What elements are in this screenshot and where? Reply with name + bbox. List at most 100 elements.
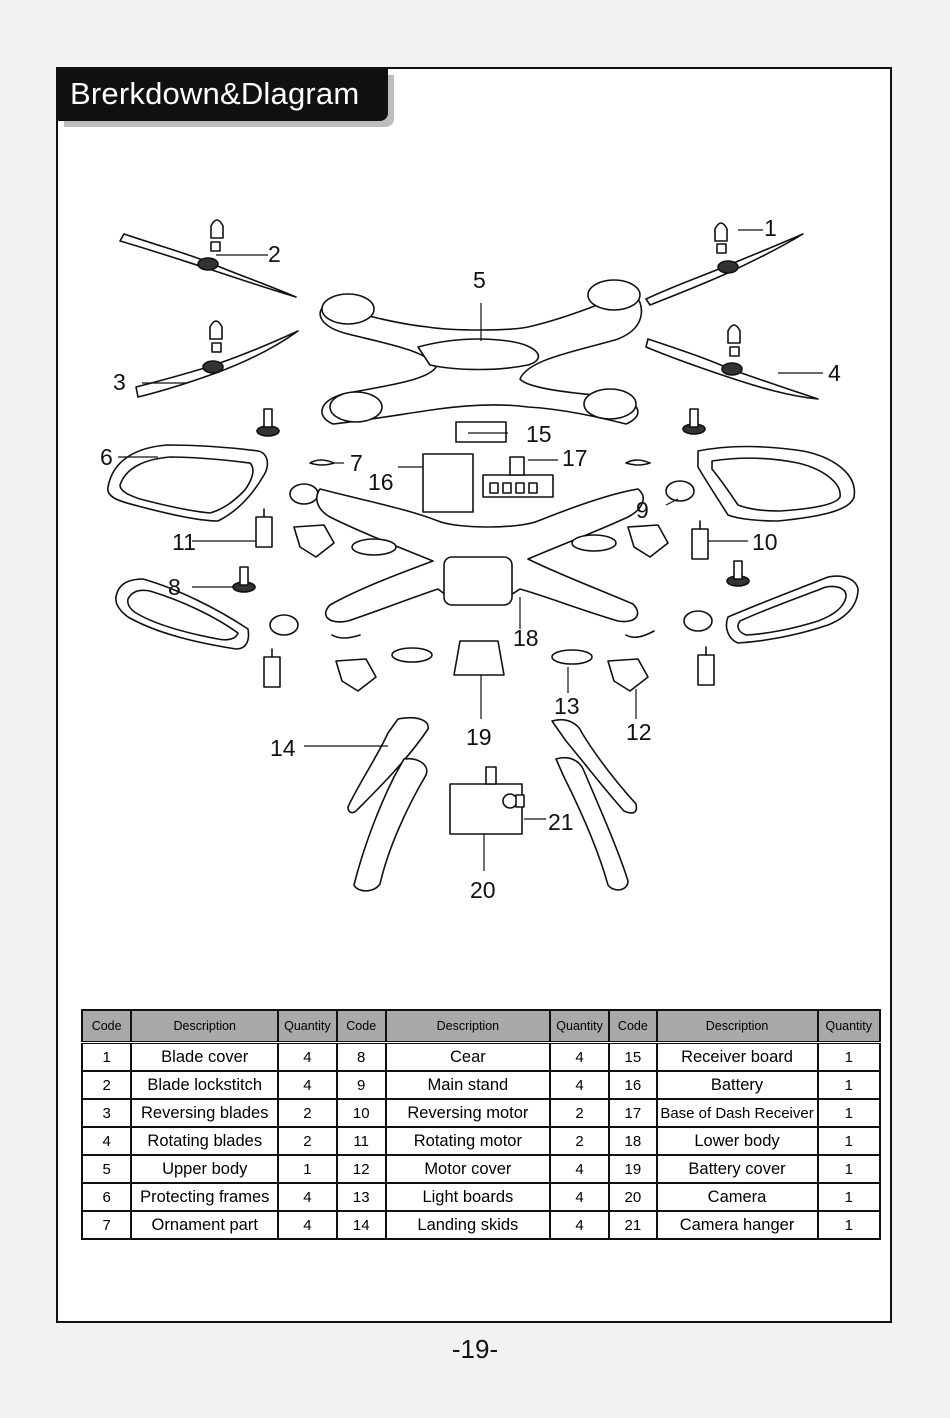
cell: 19 bbox=[608, 1154, 658, 1184]
col-header-quantity-2: Quantity bbox=[548, 1009, 611, 1044]
cell: 2 bbox=[277, 1098, 338, 1128]
motor-cover-4 bbox=[607, 658, 649, 692]
callout-6: 6 bbox=[100, 444, 113, 470]
light-board-4 bbox=[551, 649, 593, 665]
cell: 2 bbox=[80, 1070, 133, 1100]
cell: 1 bbox=[816, 1070, 882, 1100]
cell: 4 bbox=[548, 1070, 611, 1100]
page-number: -19- bbox=[451, 1334, 499, 1364]
battery-cover bbox=[453, 640, 505, 676]
col-header-quantity-3: Quantity bbox=[816, 1009, 882, 1044]
motor-cover-3 bbox=[335, 658, 377, 692]
ornament-bl bbox=[331, 634, 361, 639]
table-row: 3 Reversing blades 2 10 Reversing motor … bbox=[80, 1098, 882, 1128]
callout-10: 10 bbox=[752, 529, 778, 555]
landing-skid-left-back bbox=[347, 716, 429, 814]
cell: 15 bbox=[608, 1041, 658, 1072]
protecting-frame-bottom-right bbox=[725, 575, 859, 644]
cell: Upper body bbox=[130, 1154, 280, 1184]
lower-body bbox=[316, 488, 644, 623]
ornament-tr bbox=[625, 459, 651, 466]
cell: 1 bbox=[816, 1154, 882, 1184]
main-stand-tl bbox=[289, 483, 319, 505]
table-header-row: Code Description Quantity Code Descripti… bbox=[80, 1009, 882, 1044]
upper-body bbox=[319, 279, 643, 425]
cell: 2 bbox=[277, 1126, 338, 1156]
callout-8: 8 bbox=[168, 574, 181, 600]
cell: 2 bbox=[548, 1126, 611, 1156]
page-frame: Brerkdown&Dlagram bbox=[56, 67, 892, 1323]
protecting-frame-top-right bbox=[697, 445, 856, 522]
landing-skid-right-front bbox=[555, 756, 629, 891]
cell: 2 bbox=[548, 1098, 611, 1128]
propeller-top-right bbox=[645, 222, 804, 306]
cell: 1 bbox=[816, 1210, 882, 1240]
cell: 4 bbox=[277, 1041, 338, 1072]
cell: Receiver board bbox=[655, 1041, 819, 1072]
cell: Battery cover bbox=[655, 1154, 819, 1184]
cell: 4 bbox=[548, 1154, 611, 1184]
protecting-frame-top-left bbox=[107, 444, 269, 522]
table-row: 6 Protecting frames 4 13 Light boards 4 … bbox=[80, 1182, 882, 1212]
cell: 4 bbox=[80, 1126, 133, 1156]
cell: Blade lockstitch bbox=[130, 1070, 280, 1100]
main-stand-br bbox=[683, 610, 713, 632]
cell: Lower body bbox=[655, 1126, 819, 1156]
motor-right-upper bbox=[691, 520, 709, 560]
protecting-frame-bottom-left bbox=[115, 578, 250, 650]
cell: 7 bbox=[80, 1210, 133, 1240]
receiver-board bbox=[455, 421, 507, 443]
table-row: 4 Rotating blades 2 11 Rotating motor 2 … bbox=[80, 1126, 882, 1156]
gear-top-right bbox=[682, 408, 706, 435]
gear-bottom-left bbox=[232, 566, 256, 593]
propeller-mid-left bbox=[135, 320, 299, 398]
callout-17: 17 bbox=[562, 445, 588, 471]
callout-16: 16 bbox=[368, 469, 394, 495]
battery bbox=[422, 453, 474, 513]
cell: Landing skids bbox=[384, 1210, 551, 1240]
cell: Battery bbox=[655, 1070, 819, 1100]
cell: 6 bbox=[80, 1182, 133, 1212]
cell: Camera hanger bbox=[655, 1210, 819, 1240]
cell: 1 bbox=[816, 1182, 882, 1212]
cell: Rotating blades bbox=[130, 1126, 280, 1156]
cell: 3 bbox=[80, 1098, 133, 1128]
light-board-3 bbox=[391, 647, 433, 663]
cell: Rotating motor bbox=[384, 1126, 551, 1156]
cell: Motor cover bbox=[384, 1154, 551, 1184]
motor-left-upper bbox=[255, 508, 273, 548]
camera bbox=[449, 766, 525, 835]
cell: Protecting frames bbox=[130, 1182, 280, 1212]
gear-top-left bbox=[256, 408, 280, 437]
gear-bottom-right bbox=[726, 560, 750, 587]
col-header-code-2: Code bbox=[335, 1009, 387, 1044]
cell: 20 bbox=[608, 1182, 658, 1212]
cell: Reversing motor bbox=[384, 1098, 551, 1128]
cell: Base of Dash Receiver bbox=[655, 1098, 819, 1128]
motor-left-lower bbox=[263, 648, 281, 688]
ornament-tl bbox=[309, 459, 335, 466]
cell: Reversing blades bbox=[130, 1098, 280, 1128]
callout-18: 18 bbox=[513, 625, 539, 651]
cell: Cear bbox=[384, 1041, 551, 1072]
table-row: 5 Upper body 1 12 Motor cover 4 19 Batte… bbox=[80, 1154, 882, 1184]
landing-skid-left-front bbox=[353, 757, 428, 892]
cell: 11 bbox=[335, 1126, 387, 1156]
cell: 18 bbox=[608, 1126, 658, 1156]
landing-skid-right-back bbox=[551, 718, 638, 814]
parts-table: Code Description Quantity Code Descripti… bbox=[80, 1009, 882, 1240]
propeller-top-left bbox=[119, 219, 297, 298]
cell: 4 bbox=[548, 1041, 611, 1072]
cell: 5 bbox=[80, 1154, 133, 1184]
cell: 4 bbox=[277, 1070, 338, 1100]
cell: 12 bbox=[335, 1154, 387, 1184]
motor-cover-2 bbox=[627, 524, 669, 558]
col-header-description-1: Description bbox=[130, 1009, 280, 1044]
col-header-quantity-1: Quantity bbox=[277, 1009, 338, 1044]
cell: Light boards bbox=[384, 1182, 551, 1212]
callout-1: 1 bbox=[764, 215, 777, 241]
callout-21: 21 bbox=[548, 809, 574, 835]
cell: 9 bbox=[335, 1070, 387, 1100]
callout-7: 7 bbox=[350, 450, 363, 476]
callout-15: 15 bbox=[526, 421, 552, 447]
